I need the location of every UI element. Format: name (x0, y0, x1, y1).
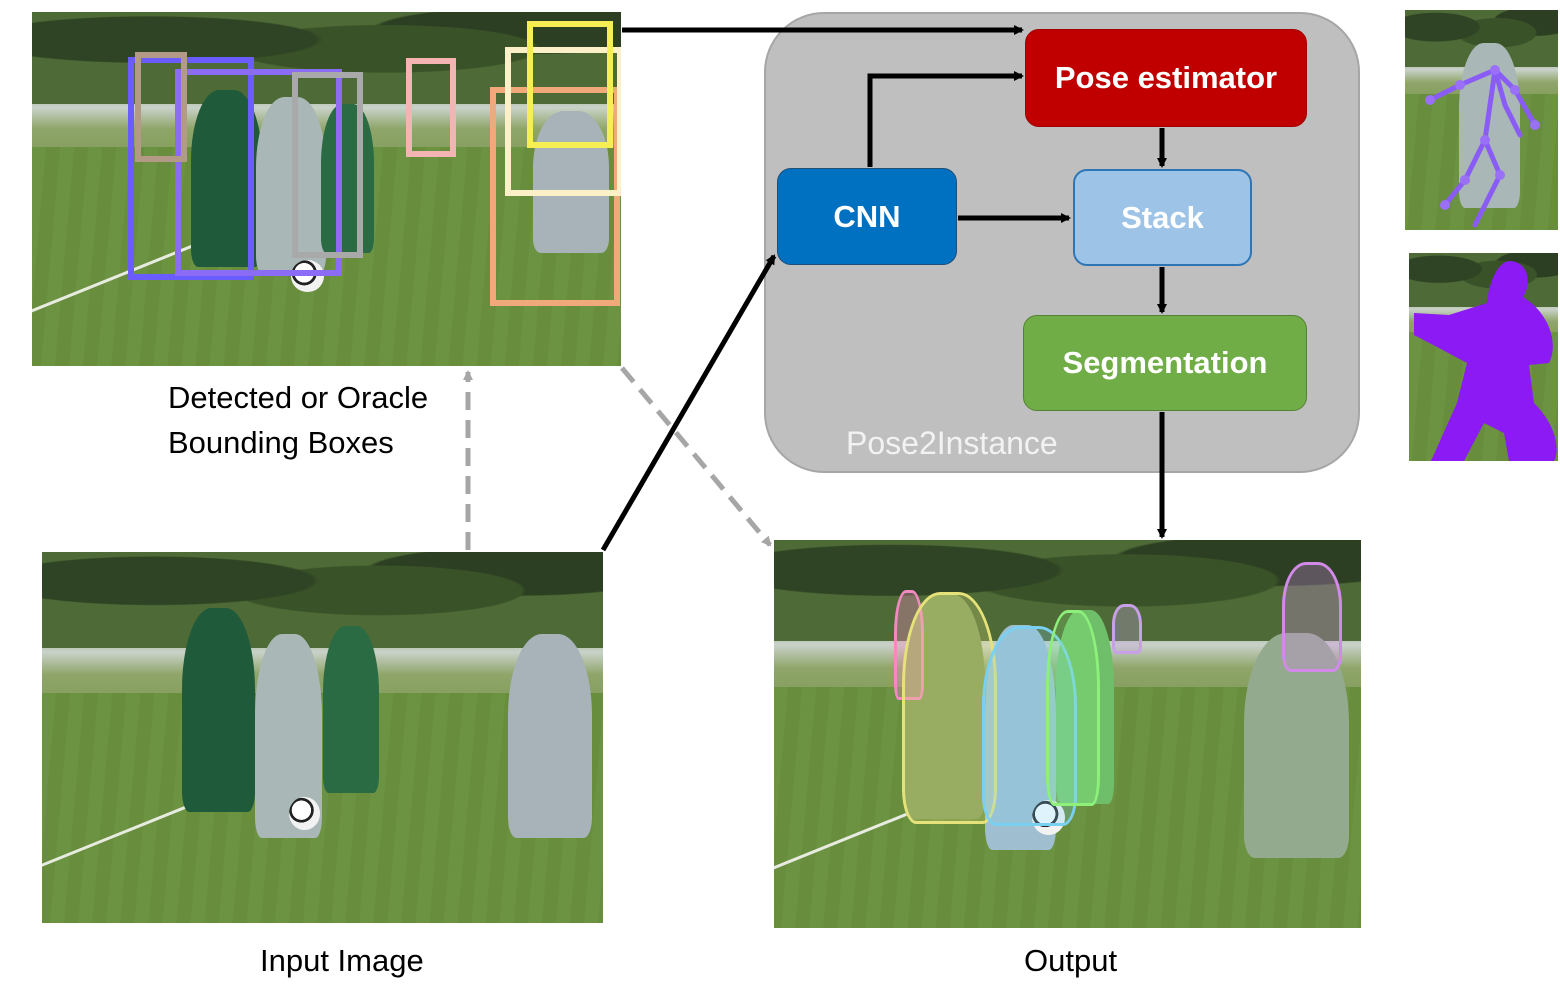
pose-skeleton-icon (1425, 65, 1540, 228)
bounding-box (505, 47, 621, 196)
stack-block: Stack (1073, 169, 1252, 266)
instance-mask (902, 592, 997, 824)
bounding-box (128, 57, 254, 280)
segmentation-block: Segmentation (1023, 315, 1307, 411)
input-caption: Input Image (260, 943, 424, 978)
panel-label: Pose2Instance (846, 425, 1058, 461)
output-image (774, 540, 1361, 928)
cnn-block: CNN (777, 168, 957, 265)
bounding-box (406, 58, 456, 157)
input-image (42, 552, 603, 923)
instance-mask (1112, 604, 1142, 654)
output-caption: Output (1024, 943, 1118, 978)
instance-mask (1282, 562, 1342, 672)
mask-thumbnail (1409, 253, 1558, 461)
bounding-box (175, 69, 342, 276)
boxes-caption-line2: Bounding Boxes (168, 425, 394, 460)
bounding-box-image (32, 12, 621, 366)
pose-estimator-block: Pose estimator (1025, 29, 1307, 127)
bounding-box (490, 87, 620, 306)
person-mask-icon (1414, 261, 1557, 461)
bounding-box (135, 52, 187, 162)
instance-mask (1046, 610, 1100, 806)
arrow-input-to-cnn (600, 254, 777, 552)
boxes-caption-line1: Detected or Oracle (168, 380, 429, 415)
bounding-box (292, 72, 363, 258)
bounding-box (527, 21, 613, 148)
pose-thumbnail (1405, 10, 1558, 230)
arrow-boxes-to-output (620, 366, 772, 547)
arrow-cnn-to-pose (867, 71, 1024, 167)
